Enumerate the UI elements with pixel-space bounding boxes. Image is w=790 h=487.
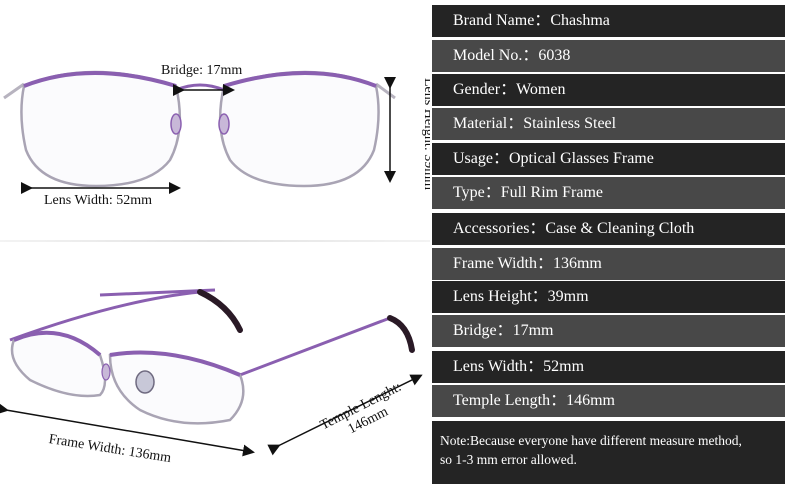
spec-label: Lens Width： [453, 358, 544, 375]
right-lens [218, 70, 380, 188]
spec-value: Chashma [550, 12, 610, 29]
spec-label: Type： [453, 184, 501, 201]
temple-length-arrow [267, 374, 423, 456]
spec-label: Frame Width： [453, 255, 553, 272]
spec-value: 136mm [552, 255, 602, 272]
spec-row-temple-length: Temple Length：146mm [432, 385, 785, 417]
spec-value: 17mm [512, 322, 554, 339]
product-illustration: Bridge: 17mm Lens Height: 39mm Lens Widt… [0, 63, 436, 467]
glasses-drawing [0, 70, 423, 457]
measurement-note: Note:Because everyone have different mea… [432, 421, 785, 484]
spec-label: Usage： [453, 150, 509, 167]
bridge-label: Bridge: 17mm [161, 63, 243, 78]
spec-row-type: Type：Full Rim Frame [432, 177, 785, 209]
left-lens [20, 70, 182, 188]
angled-view-glasses [9, 288, 415, 425]
note-line-2: so 1-3 mm error allowed. [440, 452, 577, 467]
spec-row-lens-width: Lens Width：52mm [432, 351, 785, 383]
spec-label: Gender： [453, 81, 517, 98]
spec-row-usage: Usage：Optical Glasses Frame [432, 143, 785, 175]
spec-row-model: Model No.：6038 [432, 40, 785, 72]
front-view-glasses [3, 70, 396, 188]
spec-value: 6038 [538, 47, 571, 64]
spec-value: Women [516, 81, 566, 98]
spec-value: Full Rim Frame [500, 184, 603, 201]
spec-value: 146mm [566, 392, 615, 409]
spec-row-brand: Brand Name：Chashma [432, 5, 785, 37]
spec-value: 39mm [547, 288, 589, 305]
spec-label: Model No.： [453, 47, 539, 64]
angled-right-lens [108, 351, 245, 425]
spec-label: Temple Length： [453, 392, 567, 409]
spec-value: Case & Cleaning Cloth [545, 220, 695, 237]
frame-width-arrow [0, 402, 255, 457]
spec-row-gender: Gender：Women [432, 74, 785, 106]
angled-left-lens [10, 331, 107, 398]
spec-label: Accessories： [453, 220, 546, 237]
spec-row-material: Material：Stainless Steel [432, 108, 785, 140]
spec-value: Stainless Steel [523, 115, 617, 132]
spec-label: Lens Height： [453, 288, 548, 305]
spec-label: Bridge： [453, 322, 513, 339]
spec-row-lens-height: Lens Height：39mm [432, 281, 785, 313]
spec-row-accessories: Accessories：Case & Cleaning Cloth [432, 213, 785, 245]
spec-table: Brand Name：Chashma Model No.：6038 Gender… [430, 0, 790, 487]
spec-value: 52mm [543, 358, 585, 375]
spec-row-frame-width: Frame Width：136mm [432, 248, 785, 280]
section-divider [0, 240, 430, 242]
spec-label: Brand Name： [453, 12, 551, 29]
spec-row-bridge: Bridge：17mm [432, 315, 785, 347]
lens-width-label: Lens Width: 52mm [44, 193, 153, 208]
spec-value: Optical Glasses Frame [509, 150, 654, 167]
note-line-1: Note:Because everyone have different mea… [440, 433, 742, 448]
spec-label: Material： [453, 115, 524, 132]
